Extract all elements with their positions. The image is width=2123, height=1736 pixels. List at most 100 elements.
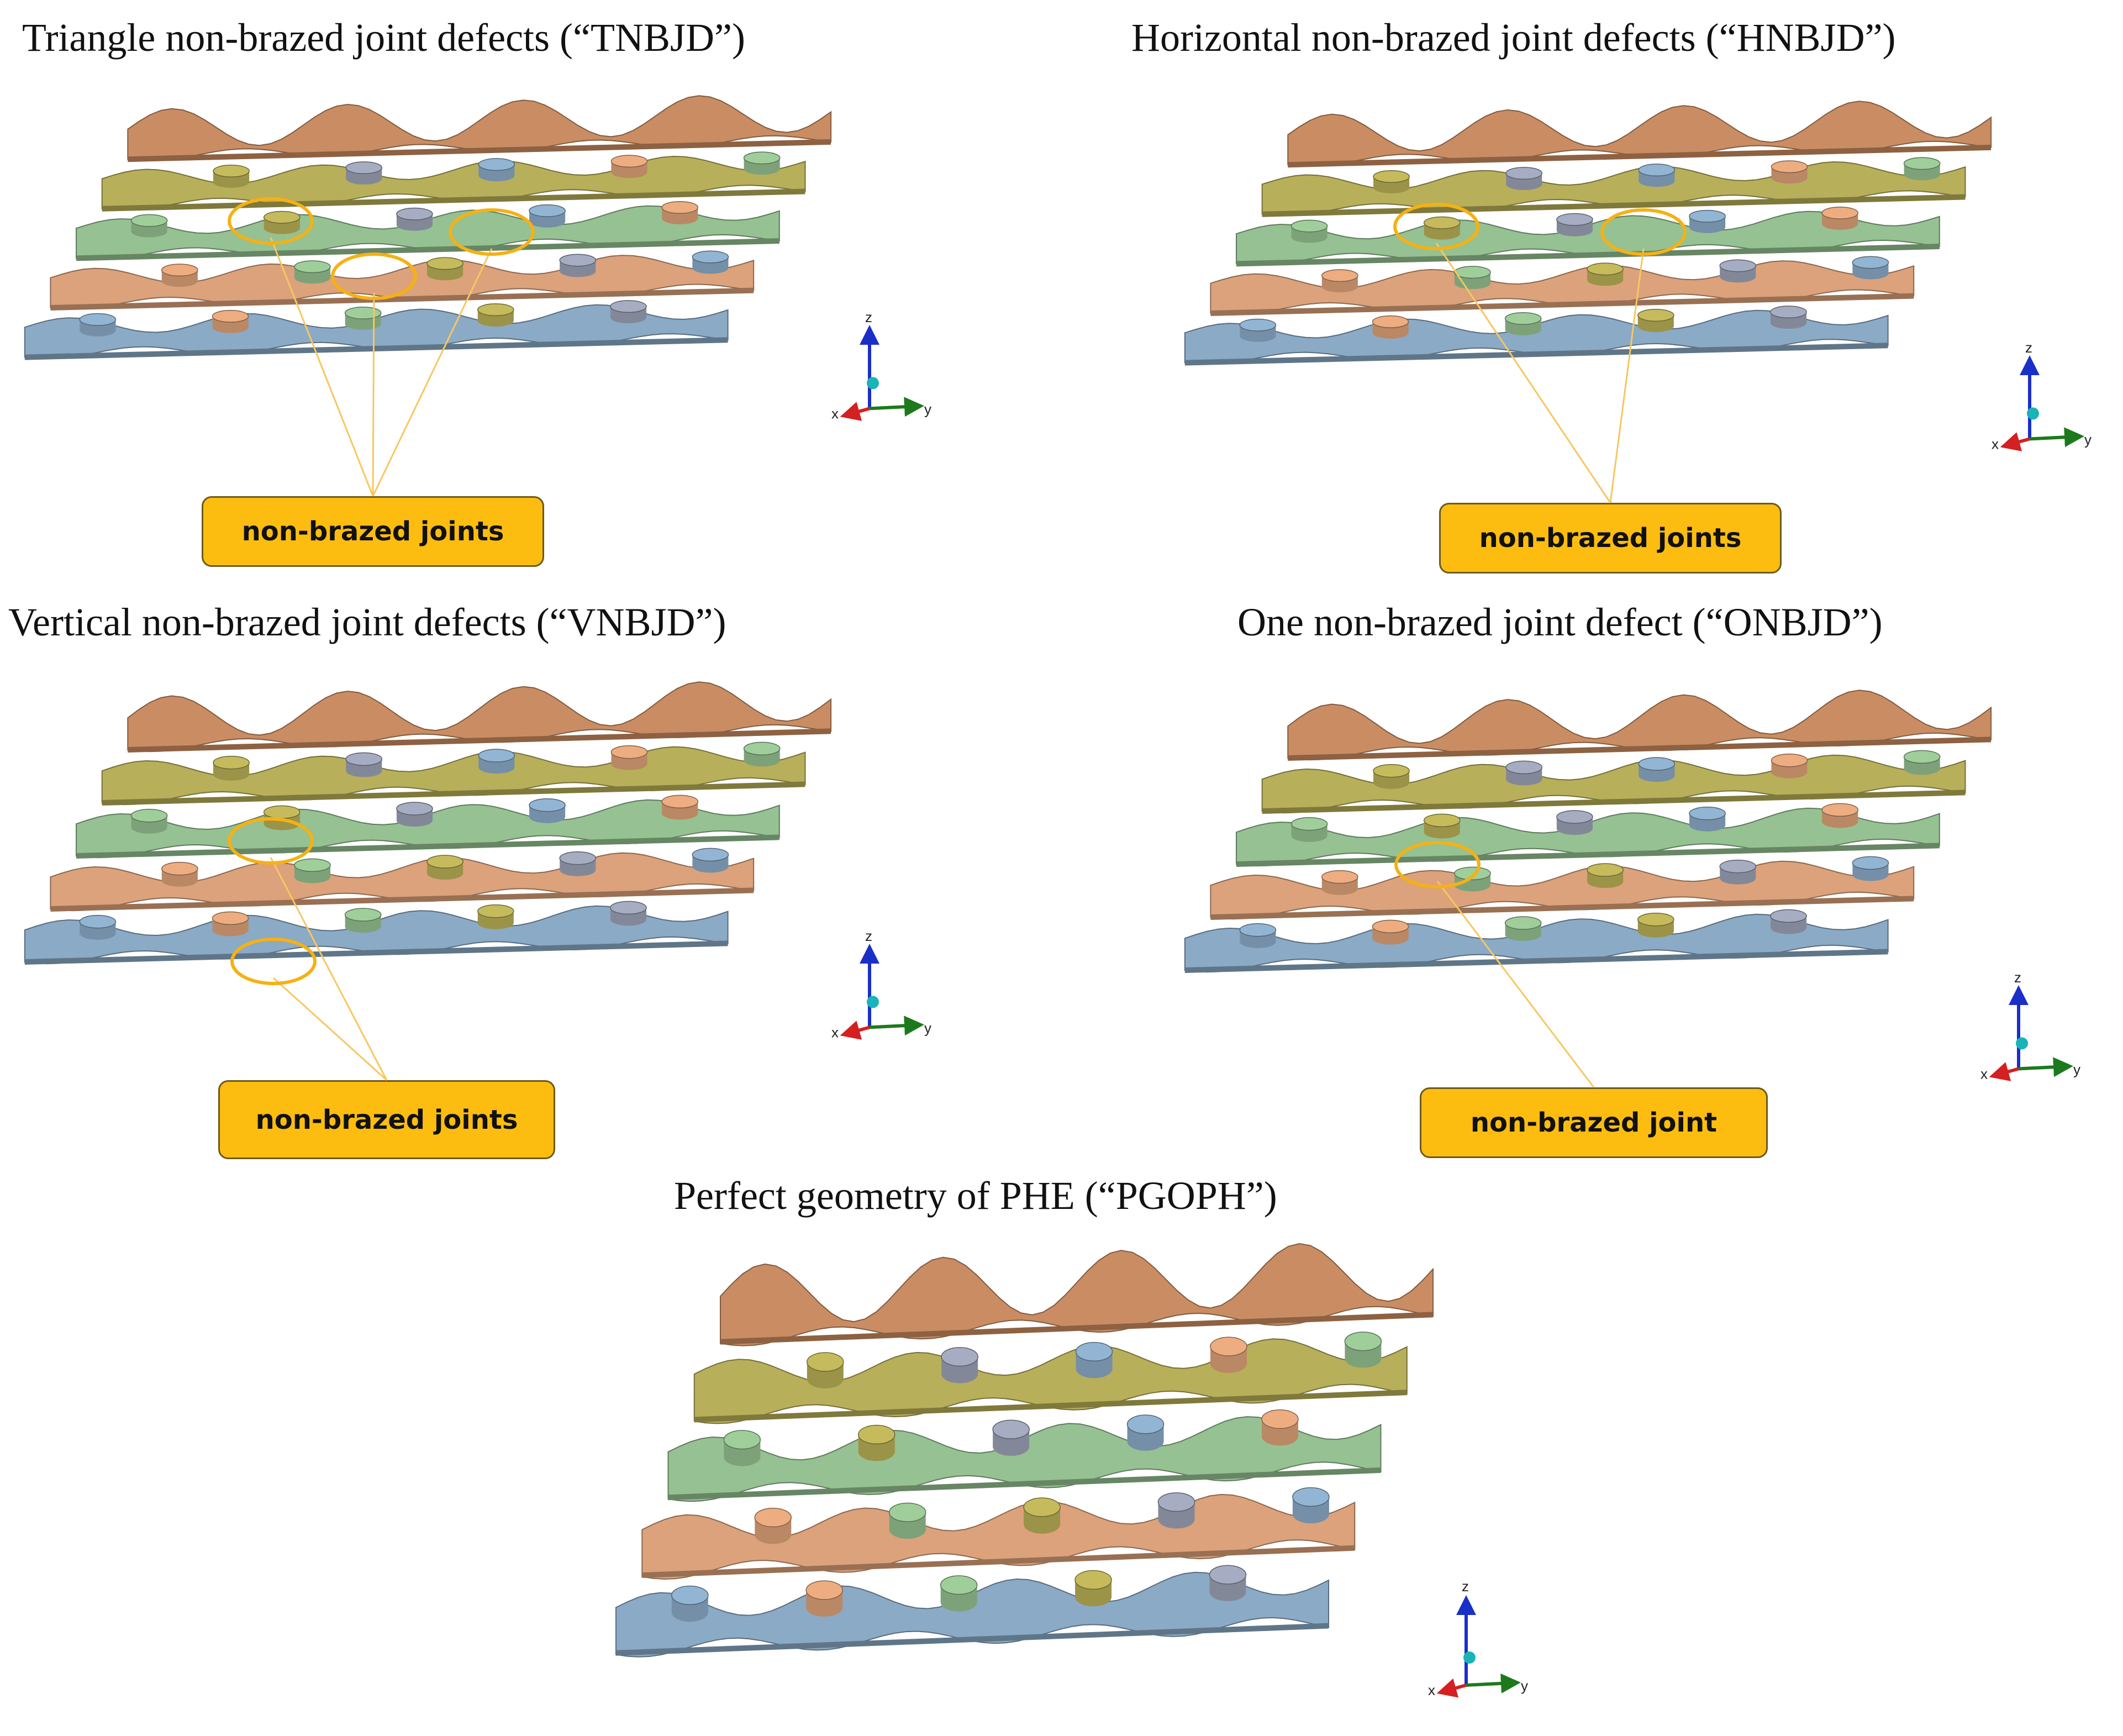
brazed-joint-top [661, 795, 699, 809]
x-axis-label: x [1992, 435, 1999, 452]
brazed-joint-top [1290, 817, 1328, 831]
plate-edge [642, 1545, 1355, 1578]
brazed-joint-top [1770, 909, 1807, 923]
non-brazed-joints-callout: non-brazed joints [218, 1080, 555, 1159]
x-axis [2000, 432, 2030, 451]
brazed-joint-top [1505, 167, 1543, 180]
brazed-joint-top [1023, 1497, 1061, 1517]
plate-edge [128, 139, 831, 162]
brazed-joint-base [1720, 270, 1756, 283]
brazed-joint-base [1904, 762, 1940, 775]
brazed-joint-base [1637, 320, 1674, 333]
brazed-joint-top [344, 306, 382, 319]
brazed-joint-top [692, 848, 729, 862]
brazed-joint-base [1505, 323, 1541, 335]
brazed-joint-base [806, 1598, 843, 1617]
plate-edge [1262, 790, 1966, 814]
brazed-joint-base [610, 311, 647, 324]
brazed-joint-top [1587, 262, 1624, 276]
y-axis [869, 1016, 924, 1036]
brazed-joint-base [1292, 1504, 1329, 1524]
brazed-joint-top [1261, 1409, 1299, 1429]
axis-triad: zyx [831, 928, 931, 1040]
brazed-joint-top [559, 254, 597, 267]
plate-edge [694, 1390, 1407, 1423]
brazed-joint-base [1587, 875, 1624, 888]
brazed-joint-top [79, 914, 117, 929]
brazed-joint-base [1852, 267, 1889, 280]
brazed-joint-base [744, 162, 780, 175]
axis-triad: zyx [831, 309, 931, 422]
panel-title: Vertical non-brazed joint defects (“VNBJ… [8, 600, 726, 644]
brazed-joint-top [1372, 919, 1409, 934]
brazed-joint-top [743, 151, 781, 165]
brazed-joint-top [743, 741, 781, 756]
brazed-joint-top [1637, 309, 1674, 322]
non-brazed-joint-callout: non-brazed joint [1420, 1087, 1768, 1158]
brazed-joint-base [161, 874, 198, 887]
brazed-joint-base [477, 314, 514, 327]
z-axis-label: z [2025, 339, 2032, 356]
brazed-joint-base [1506, 772, 1542, 786]
brazed-joint-base [940, 1592, 977, 1612]
brazed-joint-top [1239, 318, 1277, 332]
brazed-joint-top [661, 201, 699, 214]
brazed-joint-base [1373, 181, 1410, 193]
brazed-joint-top [1587, 863, 1624, 877]
brazed-joint-top [1290, 219, 1328, 233]
brazed-joint-top [1454, 866, 1491, 881]
brazed-joint-top [1239, 923, 1277, 937]
brazed-joint-base [1024, 1515, 1061, 1534]
z-axis-label: z [865, 928, 872, 944]
brazed-joint-top [1637, 912, 1674, 927]
heat-exchanger-model [1184, 101, 1992, 366]
axis-origin-marker [867, 996, 879, 1008]
brazed-joint-base [346, 172, 382, 185]
heat-exchanger-model [1184, 690, 1992, 973]
brazed-joint-base [396, 219, 433, 231]
brazed-joint-base [662, 212, 698, 224]
x-axis-label: x [831, 1024, 839, 1040]
brazed-joint-base [478, 761, 515, 774]
brazed-joint-base [1321, 280, 1358, 293]
brazed-joint-base [1240, 935, 1276, 948]
brazed-joint-base [1210, 1354, 1247, 1373]
brazed-joint-base [1720, 871, 1756, 885]
brazed-joint-top [559, 851, 597, 865]
brazed-joint-top [529, 798, 566, 812]
brazed-joint-top [1689, 806, 1726, 820]
heat-exchanger-model [615, 1243, 1434, 1658]
brazed-joint-base [1454, 277, 1491, 290]
brazed-joint-top [294, 260, 331, 273]
brazed-joint-base [345, 920, 381, 933]
axis-origin-marker [2016, 1037, 2028, 1050]
brazed-joint-top [1075, 1342, 1113, 1361]
brazed-joint-top [1126, 1414, 1165, 1434]
brazed-joint-top [1903, 750, 1941, 764]
brazed-joint-base [427, 867, 463, 880]
brazed-joint-base [161, 275, 198, 287]
x-axis [840, 402, 870, 421]
brazed-joint-top [478, 749, 515, 762]
brazed-joint-base [1770, 317, 1807, 329]
brazed-joint-base [1505, 928, 1541, 941]
brazed-joint-base [1771, 765, 1808, 778]
brazed-joint-base [611, 757, 647, 770]
brazed-joint-top [992, 1419, 1030, 1439]
brazed-joint-base [478, 169, 515, 182]
plate [641, 1493, 1356, 1580]
brazed-joint-base [941, 1364, 978, 1383]
brazed-joint-base [1158, 1509, 1195, 1529]
callout-label: non-brazed joints [255, 1104, 518, 1135]
brazed-joint-top [1321, 870, 1358, 884]
brazed-joint-base [744, 754, 780, 767]
non-brazed-joints-callout: non-brazed joints [202, 496, 544, 567]
brazed-joint-top [1344, 1332, 1382, 1351]
brazed-joint-top [263, 211, 301, 224]
x-axis-label: x [831, 405, 839, 422]
non-brazed-joints-callout: non-brazed joints [1439, 503, 1782, 574]
brazed-joint-top [1771, 753, 1808, 767]
brazed-joint-base [1639, 769, 1675, 782]
z-axis-label: z [2014, 969, 2021, 986]
brazed-joint-top [1638, 164, 1676, 177]
